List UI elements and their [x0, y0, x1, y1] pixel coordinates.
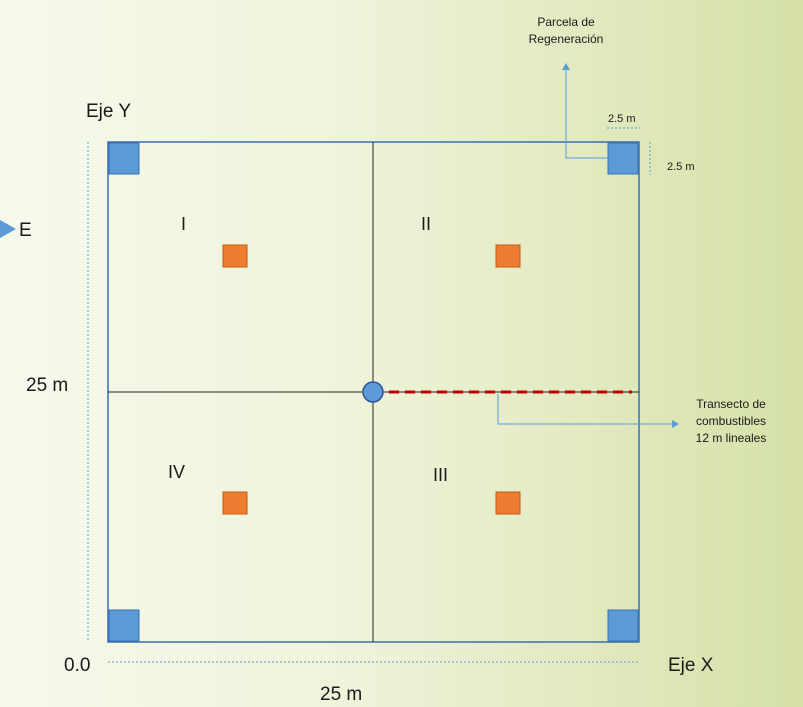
transect-callout-line-1: Transecto de	[696, 397, 766, 411]
transect-callout-line-3: 12 m lineales	[695, 431, 767, 445]
transect-callout: Transecto de combustibles 12 m lineales	[676, 396, 786, 447]
regeneration-plot-bottom-left	[108, 609, 140, 642]
transect-callout-line-2: combustibles	[695, 414, 767, 428]
regeneration-plot-top-left	[108, 142, 140, 175]
regeneration-callout: Parcela de Regeneración	[498, 14, 634, 48]
corner-width-label: 2.5 m	[608, 113, 636, 125]
direction-arrow-icon	[0, 220, 16, 238]
corner-height-label: 2.5 m	[667, 161, 695, 173]
quadrant-label-i: I	[181, 214, 187, 234]
quadrant-label-ii: II	[421, 214, 432, 234]
regeneration-leader-line	[565, 70, 608, 159]
regeneration-plot-top-right	[607, 142, 639, 175]
quadrant-label-iii: III	[433, 465, 449, 485]
sample-square-quadrant-ii	[495, 244, 521, 268]
regeneration-callout-line-1: Parcela de	[537, 15, 595, 29]
direction-label: E	[19, 220, 32, 241]
regeneration-callout-line-2: Regeneración	[528, 32, 604, 46]
sample-square-quadrant-i	[222, 244, 248, 268]
y-axis-title: Eje Y	[86, 101, 132, 122]
transect-leader-arrow	[672, 420, 679, 428]
regeneration-plot-bottom-right	[607, 609, 639, 642]
center-point	[362, 381, 384, 403]
side-length-x-label: 25 m	[320, 684, 363, 705]
regeneration-leader-arrow	[562, 63, 570, 70]
transect-leader-line	[497, 394, 672, 425]
side-length-y-label: 25 m	[26, 375, 69, 396]
sample-square-quadrant-iii	[495, 491, 521, 515]
sample-square-quadrant-iv	[222, 491, 248, 515]
quadrant-label-iv: IV	[168, 462, 186, 482]
x-axis-title: Eje X	[668, 655, 714, 676]
origin-label: 0.0	[64, 655, 91, 676]
